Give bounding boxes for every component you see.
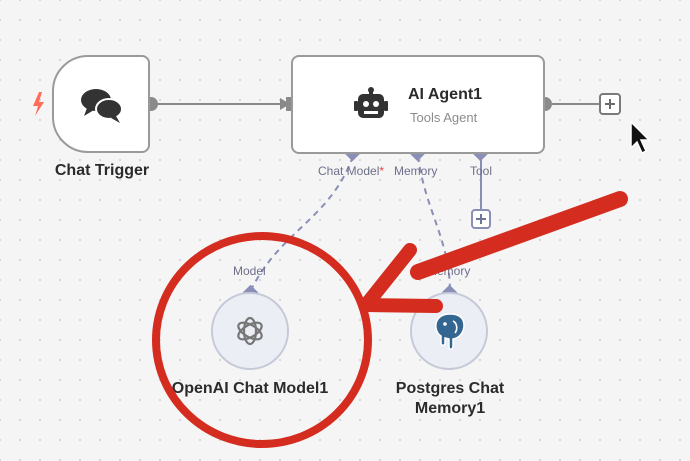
chat-trigger-node[interactable] [52, 55, 150, 153]
agent-input-handle[interactable] [286, 97, 294, 111]
model-input-label: Model [233, 264, 266, 278]
ai-agent-subtitle: Tools Agent [410, 110, 478, 125]
robot-icon [353, 87, 389, 128]
postgres-chat-memory-label-line2: Memory1 [414, 400, 486, 417]
trigger-bolt-icon [33, 92, 44, 116]
annotation-arrowhead [359, 243, 443, 313]
mouse-cursor-icon [630, 120, 651, 155]
openai-chat-model-label: OpenAI Chat Model1 [171, 380, 329, 397]
postgres-chat-memory-node[interactable] [410, 292, 488, 370]
annotation-arrow-shaft [410, 191, 628, 280]
chat-trigger-label: Chat Trigger [54, 162, 150, 179]
ai-agent-title: AI Agent1 [408, 86, 483, 103]
chat-model-port-label: Chat Model* [318, 164, 384, 178]
chat-bubbles-icon [79, 85, 125, 130]
add-tool-button[interactable] [471, 209, 491, 229]
postgres-chat-memory-label-line1: Postgres Chat [395, 380, 505, 397]
connection-arrowhead [280, 98, 290, 110]
postgres-elephant-icon [431, 311, 469, 356]
openai-icon [233, 314, 267, 353]
add-next-node-button[interactable] [599, 93, 621, 115]
ai-agent-node[interactable] [291, 55, 545, 154]
memory-connection [417, 155, 451, 293]
highlight-circle [152, 232, 372, 448]
chat-model-connection [249, 155, 354, 293]
openai-chat-model-node[interactable] [211, 292, 289, 370]
tool-port-label: Tool [470, 164, 493, 178]
required-marker: * [379, 164, 385, 178]
memory-port-label: Memory [394, 164, 438, 178]
chat-model-port-text: Chat Model [318, 164, 380, 178]
